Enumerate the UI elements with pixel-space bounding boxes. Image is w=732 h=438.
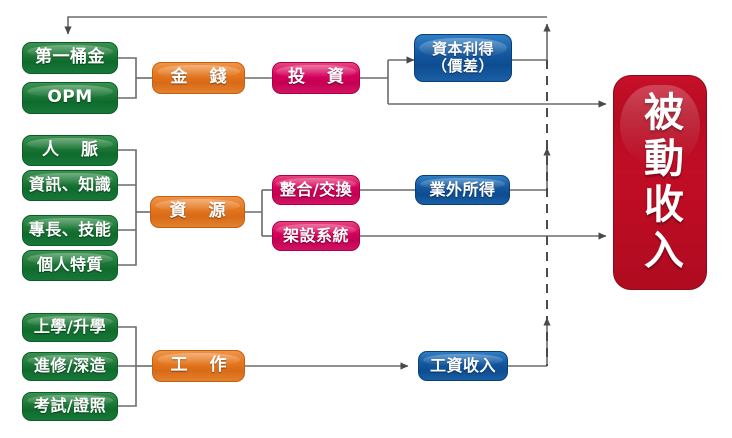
node-further-study[interactable]: 進修/深造 — [22, 352, 118, 381]
wire-feedback-loop — [64, 16, 547, 35]
node-schooling[interactable]: 上學/升學 — [22, 313, 118, 342]
node-expertise-skill[interactable]: 專長、技能 — [22, 215, 118, 246]
node-seed-capital[interactable]: 第一桶金 — [22, 42, 118, 74]
node-non-operating-income[interactable]: 業外所得 — [415, 175, 510, 205]
passive-income-label: 被動收入 — [637, 90, 683, 275]
node-connections[interactable]: 人 脈 — [22, 135, 118, 166]
node-invest[interactable]: 投 資 — [272, 62, 360, 94]
node-integrate-exchange[interactable]: 整合/交換 — [272, 175, 360, 205]
wire-resources-bracket-outer — [118, 149, 137, 266]
node-resources[interactable]: 資 源 — [150, 196, 245, 228]
node-capital-gain[interactable]: 資本利得 （價差） — [414, 34, 512, 82]
capital-gain-line1: 資本利得 — [431, 40, 494, 59]
node-passive-income[interactable]: 被動收入 — [613, 75, 707, 290]
node-build-system[interactable]: 架設系統 — [272, 221, 360, 251]
node-opm[interactable]: OPM — [22, 82, 118, 114]
node-exam-license[interactable]: 考試/證照 — [22, 392, 118, 421]
capital-gain-line2: （價差） — [431, 57, 494, 75]
node-money[interactable]: 金 錢 — [152, 62, 245, 94]
node-personal-traits[interactable]: 個人特質 — [22, 250, 118, 281]
node-work[interactable]: 工 作 — [152, 350, 245, 382]
node-wage-income[interactable]: 工資收入 — [418, 351, 508, 381]
wire-money-bracket — [118, 57, 137, 99]
node-info-knowledge[interactable]: 資訊、知識 — [22, 170, 118, 201]
